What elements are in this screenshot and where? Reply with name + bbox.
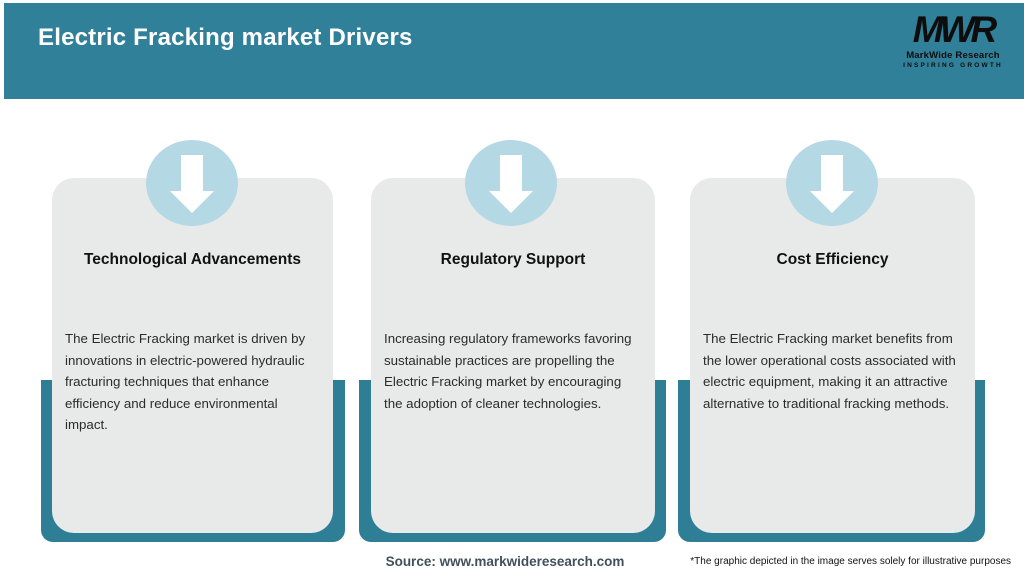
card-title: Cost Efficiency	[776, 251, 889, 268]
card-description: The Electric Fracking market is driven b…	[65, 331, 306, 433]
card-description: Increasing regulatory frameworks favorin…	[384, 331, 632, 411]
arrow-badge	[146, 140, 238, 226]
driver-card-cost-efficiency: Cost Efficiency The Electric Fracking ma…	[690, 178, 975, 533]
down-arrow-icon	[810, 155, 854, 213]
header-bar: Electric Fracking market Drivers MWR Mar…	[4, 3, 1024, 99]
driver-card-regulatory-support: Regulatory Support Increasing regulatory…	[371, 178, 655, 533]
driver-card-technological-advancements: Technological Advancements The Electric …	[52, 178, 333, 533]
logo-mwr-mark: MWR	[912, 9, 997, 50]
page-title: Electric Fracking market Drivers	[38, 24, 413, 51]
down-arrow-icon	[489, 155, 533, 213]
disclaimer-text: *The graphic depicted in the image serve…	[690, 556, 1011, 567]
logo-company-name: MarkWide Research	[906, 49, 1000, 61]
logo-tagline: INSPIRING GROWTH	[903, 61, 1003, 69]
down-arrow-icon	[170, 155, 214, 213]
card-title: Technological Advancements	[83, 251, 302, 268]
card-description: The Electric Fracking market benefits fr…	[703, 331, 956, 411]
markwide-logo: MWR MarkWide Research INSPIRING GROWTH	[898, 9, 1008, 69]
arrow-badge	[786, 140, 878, 226]
arrow-badge	[465, 140, 557, 226]
source-text: Source: www.markwideresearch.com	[385, 554, 625, 569]
card-title: Regulatory Support	[440, 251, 586, 268]
